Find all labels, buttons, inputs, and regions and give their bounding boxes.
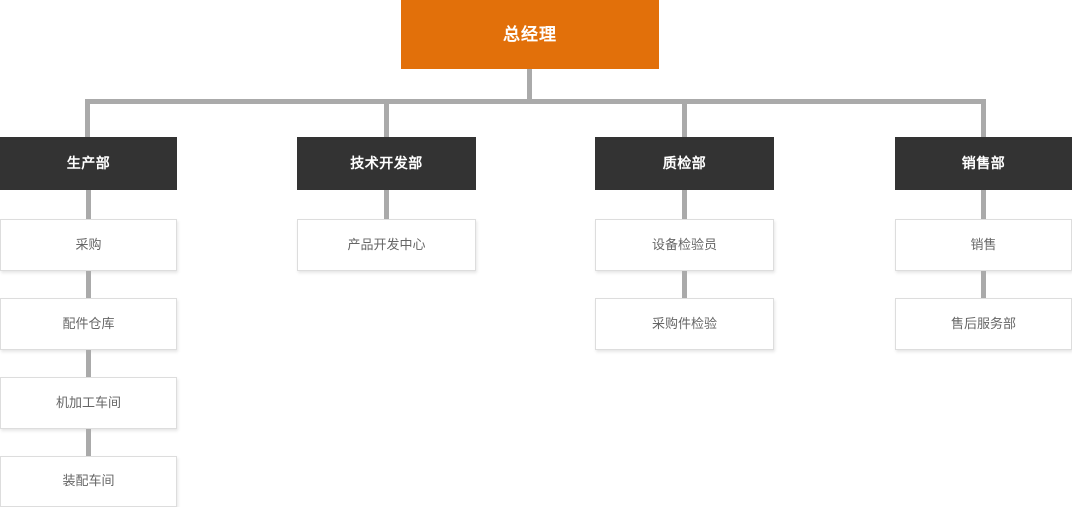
sub-connector-production-3 (86, 429, 91, 456)
sub-connector-production-1 (86, 271, 91, 298)
sub-connector-quality-0 (682, 190, 687, 219)
sub-node-sales-0[interactable]: 销售 (895, 219, 1072, 271)
department-stem-connector-technology (384, 99, 389, 137)
department-stem-connector-sales (981, 99, 986, 137)
department-node-quality[interactable]: 质检部 (595, 137, 774, 190)
sub-node-quality-0[interactable]: 设备检验员 (595, 219, 774, 271)
root-node-general-manager[interactable]: 总经理 (401, 0, 659, 69)
sub-connector-production-2 (86, 350, 91, 377)
sub-connector-production-0 (86, 190, 91, 219)
sub-connector-sales-1 (981, 271, 986, 298)
root-stem-connector (527, 69, 532, 104)
department-node-technology[interactable]: 技术开发部 (297, 137, 476, 190)
department-stem-connector-production (85, 99, 90, 137)
sub-connector-quality-1 (682, 271, 687, 298)
sub-node-production-3[interactable]: 装配车间 (0, 456, 177, 507)
department-node-production[interactable]: 生产部 (0, 137, 177, 190)
sub-connector-sales-0 (981, 190, 986, 219)
sub-node-production-2[interactable]: 机加工车间 (0, 377, 177, 429)
sub-connector-technology-0 (384, 190, 389, 219)
sub-node-production-1[interactable]: 配件仓库 (0, 298, 177, 350)
sub-node-quality-1[interactable]: 采购件检验 (595, 298, 774, 350)
department-node-sales[interactable]: 销售部 (895, 137, 1072, 190)
sub-node-production-0[interactable]: 采购 (0, 219, 177, 271)
horizontal-bus-connector (85, 99, 986, 104)
department-stem-connector-quality (682, 99, 687, 137)
sub-node-sales-1[interactable]: 售后服务部 (895, 298, 1072, 350)
sub-node-technology-0[interactable]: 产品开发中心 (297, 219, 476, 271)
